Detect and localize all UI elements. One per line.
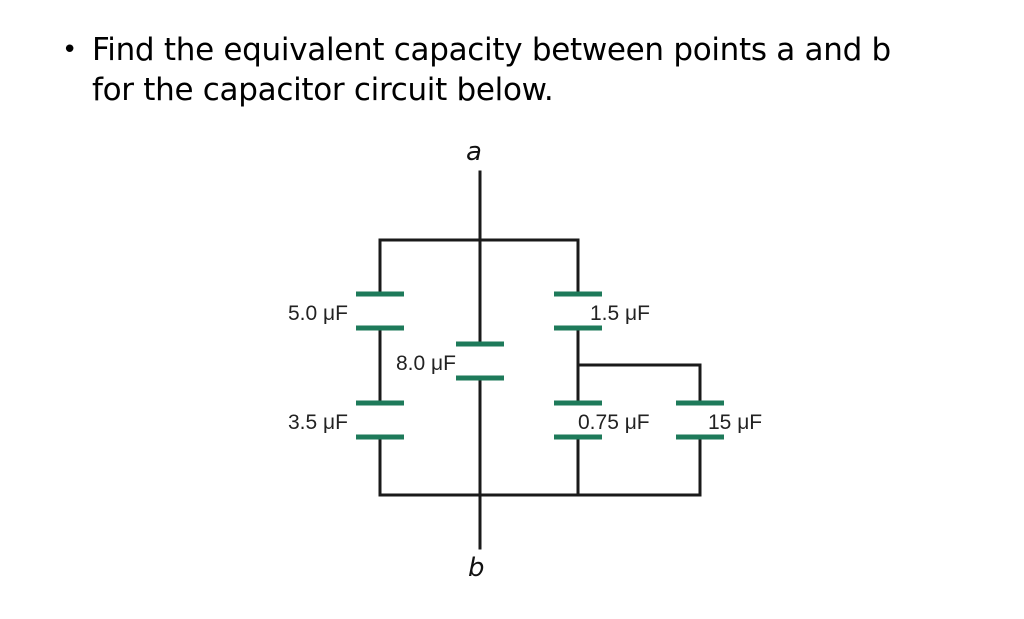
question-text: • Find the equivalent capacity between p… (62, 30, 982, 110)
capacitor-15uF (676, 400, 724, 440)
capacitor-8uF (456, 341, 504, 381)
capacitor-5uF (356, 291, 404, 331)
label-8uF: 8.0 μF (396, 352, 456, 375)
terminal-b-label: b (468, 553, 485, 583)
capacitor-3-5uF (356, 400, 404, 440)
terminal-a-label: a (466, 137, 482, 167)
question-line-1: Find the equivalent capacity between poi… (92, 32, 891, 68)
capacitor-1-5uF (554, 291, 602, 331)
label-3-5uF: 3.5 μF (288, 411, 348, 434)
circuit-wires (378, 170, 702, 550)
label-1-5uF: 1.5 μF (590, 302, 650, 325)
capacitor-0-75uF (554, 400, 602, 440)
bullet: • (62, 35, 78, 65)
label-5uF: 5.0 μF (288, 302, 348, 325)
label-15uF: 15 μF (708, 411, 762, 434)
label-0-75uF: 0.75 μF (578, 411, 650, 434)
question-line-2: for the capacitor circuit below. (92, 72, 554, 108)
